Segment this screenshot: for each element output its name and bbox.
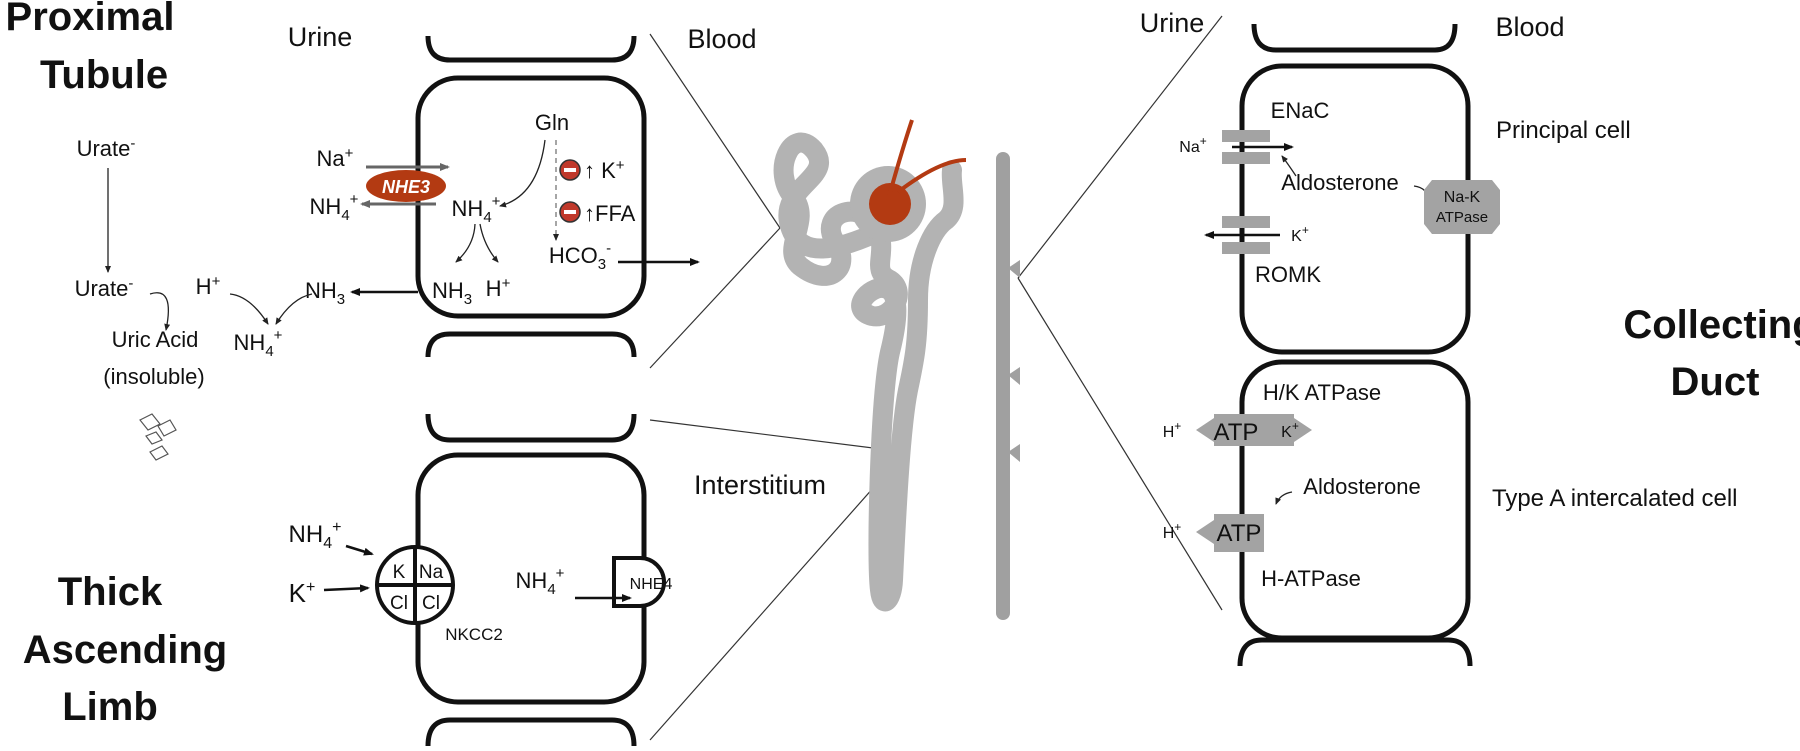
heading-tal-line1: Thick [58,570,163,614]
cd-urine-label: Urine [1140,8,1205,38]
collecting-duct-illustration [996,152,1010,620]
cell-nh4-label: NH4+ [452,193,501,226]
tal-cell-bottom-cap [425,717,637,747]
hco3-label: HCO3- [549,240,611,273]
ffa-effect-label: ↑FFA [584,201,636,226]
nak-label-2: ATPase [1436,209,1488,226]
cd-top-cap [1251,23,1458,53]
aldosterone-label-1: Aldosterone [1281,170,1398,195]
nh4-to-nh3-arrow [455,223,476,263]
k-into-nkcc2-arrow [323,584,370,593]
enac-label: ENaC [1271,98,1330,123]
cell-nh3-label: NH3 [432,278,472,308]
nh4-to-h-arrow [479,223,499,263]
collecting-duct-panel: Urine Blood ENaC Na+ Aldosterone K+ ROMK… [1140,8,1737,667]
nkcc2-k-label: K [393,562,406,583]
heading-tal-line3: Limb [62,685,158,729]
h-atpase-h-label: H+ [1163,520,1182,542]
gln-label: Gln [535,110,569,135]
heading-proximal-line1: Proximal [6,0,175,39]
romk-channel-top [1222,216,1270,228]
nh4-into-nkcc2-arrow [345,544,374,556]
hk-h-label: H+ [1163,419,1182,441]
cell-h-label: H+ [486,275,511,301]
uric-acid-crystals-icon [139,413,177,461]
aldosterone-label-2: Aldosterone [1303,474,1420,499]
tal-k-in-label: K+ [289,578,316,608]
principal-cell-label: Principal cell [1496,117,1631,144]
nkcc2-cl1-label: Cl [390,593,408,614]
romk-channel-bottom [1222,242,1270,254]
nkcc2-na-label: Na [419,562,444,583]
nkcc2-cotransporter-icon [375,545,455,625]
tal-nh4-in-label: NH4+ [289,519,342,552]
interstitium-label: Interstitium [694,470,826,500]
lumen-h-plus-label: H+ [196,273,221,299]
urate-to-uric-arrow [149,292,171,331]
arterioles [886,119,967,201]
proximal-blood-label: Blood [687,24,756,54]
hk-atpase-label: H/K ATPase [1263,380,1381,405]
nhe3-exchanger-icon [366,170,446,202]
heading-proximal-line2: Tubule [40,53,168,97]
proximal-urine-label: Urine [288,22,353,52]
atp-label-1: ATP [1214,419,1259,446]
aldo-to-enac-arrow [1281,155,1297,177]
nhe4-label: NHE4 [630,576,673,593]
cd-k-label: K+ [1291,223,1309,245]
cd-bottom-cap [1237,637,1473,667]
urate-mid-label: Urate- [75,275,134,301]
heading-tal-line2: Ascending [23,628,227,672]
h-atpase-arrow [1196,520,1214,544]
urate-top-label: Urate- [77,135,136,161]
heading-cd-line2: Duct [1671,360,1760,404]
proximal-cell-top-cap [425,35,637,63]
enac-channel-bottom [1222,152,1270,164]
nak-label-1: Na-K [1444,189,1481,206]
glomerulus-icon [869,183,911,225]
cd-na-label: Na+ [1179,134,1206,156]
romk-label: ROMK [1255,262,1321,287]
heading-cd-line1: Collecting [1623,303,1800,347]
insoluble-label: (insoluble) [103,364,205,389]
inhibit-k-icon [559,159,581,181]
uric-acid-label: Uric Acid [112,327,199,352]
na-k-atpase-icon [1424,180,1500,234]
atp-label-2: ATP [1217,520,1262,547]
zoom-connector-lines [649,15,1223,741]
aldo-to-h-atpase-arrow [1275,491,1293,505]
h-to-nh4-arrow [229,293,269,325]
proximal-tubule-panel: Urine Blood Urate- Urate- H+ NH3 Uric Ac… [75,22,757,461]
lumen-nh4-label: NH4+ [234,327,283,360]
nh3-to-nh4-arrow [275,293,313,325]
hk-atpase-pump-icon [1214,414,1294,446]
nkcc2-cl2-label: Cl [422,593,440,614]
enac-channel-top [1222,130,1270,142]
nhe3-label: NHE3 [382,177,430,197]
h-atpase-label: H-ATPase [1261,566,1361,591]
k-effect-label: ↑ K+ [584,157,625,183]
type-a-label: Type A intercalated cell [1492,485,1737,512]
cd-blood-label: Blood [1495,12,1564,42]
inhibit-ffa-icon [559,201,581,223]
lumen-nh3-label: NH3 [305,278,345,308]
tal-cell-top-cap [425,413,637,443]
tal-nh4-baso-label: NH4+ [516,565,565,598]
gln-to-nh4-arrow [499,139,546,208]
lumen-nh4-secreted-label: NH4+ [310,191,359,224]
h-atpase-pump-icon [1214,514,1264,552]
na-label: Na+ [317,145,354,171]
proximal-cell-bottom-cap [425,331,637,358]
nephron-illustration [773,119,1020,620]
tal-panel: Interstitium NH4+ K+ K Na Cl Cl NKCC2 NH… [289,413,826,747]
nkcc2-label: NKCC2 [445,625,503,644]
nephron-tubule [773,132,964,612]
hk-k-label: K+ [1281,419,1299,441]
